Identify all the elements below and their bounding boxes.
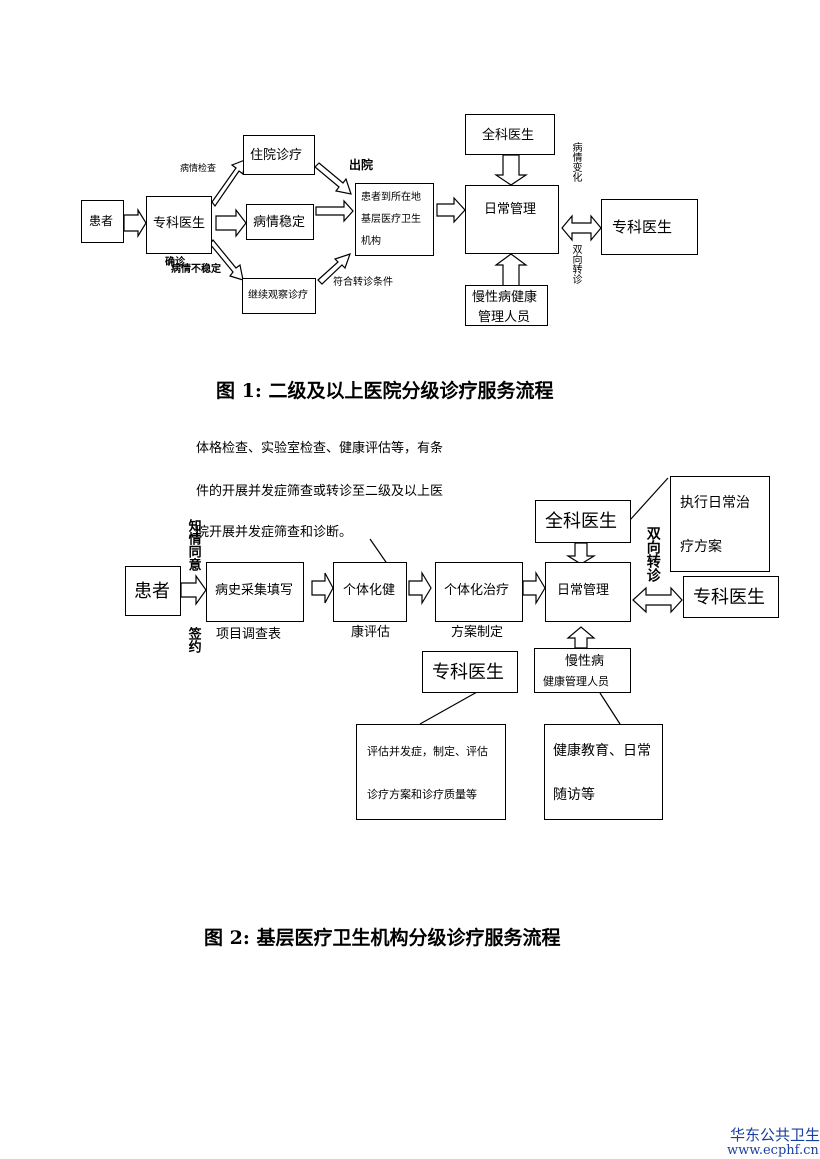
fig2-treat-bottom: 方案制定 — [451, 625, 504, 640]
arrow-patient-history — [180, 574, 207, 606]
arrow-treat-daily — [522, 570, 546, 606]
fig2-survey: 项目调查表 — [216, 627, 282, 642]
fig1-community-l2: 基层医疗卫生 — [361, 214, 421, 225]
fig1-specialist-box: 专科医生 — [146, 196, 212, 254]
connector-specialist-eval — [419, 691, 478, 725]
arrow-to-inpatient — [211, 159, 246, 208]
fig1-label-change: 病情变化 — [570, 142, 581, 182]
fig2-chronic-l2: 健康管理人员 — [543, 675, 609, 688]
fig1-community-box: 患者到所在地 基层医疗卫生 机构 — [355, 183, 434, 256]
arrow-history-assess — [311, 572, 334, 604]
fig2-daily-box: 日常管理 — [545, 562, 631, 622]
footer-name: 华东公共卫生 — [730, 1126, 820, 1144]
fig1-label-discharge: 出院 — [349, 158, 374, 172]
fig2-eval-l2: 诊疗方案和诊疗质量等 — [367, 788, 477, 801]
fig1-specialist-right: 专科医生 — [612, 218, 673, 236]
fig2-caption: 图 2: 基层医疗卫生机构分级诊疗服务流程 — [204, 927, 561, 949]
fig2-treat-top: 个体化治疗 — [444, 583, 510, 598]
connector-exec — [629, 477, 669, 521]
fig2-specialist-right-box: 专科医生 — [683, 576, 779, 618]
arrow-referral-fig1 — [561, 214, 602, 242]
fig1-daily-box: 日常管理 — [465, 185, 559, 254]
connector-chronic-edu — [599, 692, 621, 725]
fig2-daily: 日常管理 — [557, 583, 610, 598]
fig1-specialist-right-box: 专科医生 — [601, 199, 698, 255]
fig1-chronic-box: 慢性病健康 管理人员 — [465, 285, 548, 326]
arrow-inpatient-community — [314, 162, 352, 195]
arrow-stable-community — [315, 199, 354, 223]
fig2-consent: 知情同意 — [185, 519, 201, 571]
fig1-daily: 日常管理 — [484, 202, 537, 217]
arrow-gp-daily — [494, 154, 528, 186]
fig1-stable-box: 病情稳定 — [246, 204, 314, 240]
fig1-label-criteria: 符合转诊条件 — [333, 277, 393, 288]
fig1-patient-box: 患者 — [81, 200, 124, 243]
fig2-eval-l1: 评估并发症，制定、评估 — [367, 745, 488, 758]
arrow-chronic-daily — [494, 253, 528, 287]
fig1-inpatient-box: 住院诊疗 — [243, 135, 315, 175]
fig2-note-l3: 院开展并发症筛查和诊断。 — [196, 525, 353, 540]
fig1-caption: 图 1: 二级及以上医院分级诊疗服务流程 — [216, 380, 554, 402]
fig2-patient-box: 患者 — [125, 566, 181, 616]
fig2-eval-box: 评估并发症，制定、评估 诊疗方案和诊疗质量等 — [356, 724, 506, 820]
fig1-label-unstable: 病情不稳定 — [171, 264, 221, 275]
arrow-referral-fig2 — [632, 586, 683, 614]
fig1-chronic-l2: 管理人员 — [478, 310, 531, 325]
fig2-chronic-box: 慢性病 健康管理人员 — [534, 648, 631, 693]
fig1-label-check: 病情检查 — [180, 164, 217, 174]
fig2-specialist-right: 专科医生 — [693, 587, 765, 608]
fig2-assess-top: 个体化健 — [343, 583, 396, 598]
fig1-community-l1: 患者到所在地 — [361, 192, 421, 203]
fig2-specialist: 专科医生 — [432, 662, 504, 683]
connector-note — [369, 538, 389, 566]
fig2-note-l2: 件的开展并发症筛查或转诊至二级及以上医 — [196, 484, 444, 499]
fig2-history-box: 病史采集填写 — [206, 562, 304, 622]
arrow-patient-specialist — [123, 207, 147, 239]
fig2-assess-bottom: 康评估 — [351, 625, 391, 640]
fig1-stable: 病情稳定 — [253, 215, 306, 230]
footer-url[interactable]: www.ecphf.cn — [727, 1143, 819, 1158]
fig2-edu-l1: 健康教育、日常 — [553, 743, 651, 759]
fig1-chronic-l1: 慢性病健康 — [472, 290, 538, 305]
fig1-label-referral: 双向转诊 — [570, 244, 581, 284]
fig2-note-l1: 体格检查、实验室检查、健康评估等，有条 — [196, 441, 444, 456]
arrow-assess-treat — [408, 570, 432, 606]
fig2-history: 病史采集填写 — [215, 583, 294, 598]
fig1-inpatient: 住院诊疗 — [250, 148, 303, 163]
fig1-label-confirm: 确诊 — [165, 257, 185, 268]
fig2-sign: 签约 — [185, 627, 201, 653]
fig2-chronic-l1: 慢性病 — [565, 654, 605, 669]
fig1-gp-box: 全科医生 — [465, 114, 555, 155]
fig1-observe-box: 继续观察诊疗 — [242, 278, 316, 314]
fig2-assess-box: 个体化健 — [333, 562, 407, 622]
fig2-edu-box: 健康教育、日常 随访等 — [544, 724, 663, 820]
arrow-to-stable — [215, 208, 247, 238]
arrow-to-observe — [209, 239, 244, 281]
fig1-patient: 患者 — [89, 214, 114, 228]
fig1-gp: 全科医生 — [482, 128, 535, 143]
arrow-gp-daily-2 — [565, 542, 597, 565]
fig2-specialist-box: 专科医生 — [422, 651, 518, 693]
fig2-patient: 患者 — [134, 581, 170, 602]
fig2-referral: 双向转诊 — [644, 526, 661, 582]
fig2-exec-l1: 执行日常治 — [680, 495, 750, 511]
fig2-gp: 全科医生 — [545, 511, 617, 532]
fig2-edu-l2: 随访等 — [553, 787, 595, 803]
arrow-observe-community — [317, 253, 351, 285]
arrow-community-daily — [436, 196, 466, 224]
arrow-chronic-daily-2 — [566, 626, 596, 649]
fig1-specialist: 专科医生 — [153, 216, 206, 231]
fig2-treat-box: 个体化治疗 — [435, 562, 523, 622]
fig2-gp-box: 全科医生 — [535, 500, 631, 543]
fig1-community-l3: 机构 — [361, 236, 381, 247]
fig1-observe: 继续观察诊疗 — [248, 290, 308, 301]
fig2-exec-l2: 疗方案 — [680, 539, 722, 555]
fig2-exec-box: 执行日常治 疗方案 — [670, 476, 770, 572]
